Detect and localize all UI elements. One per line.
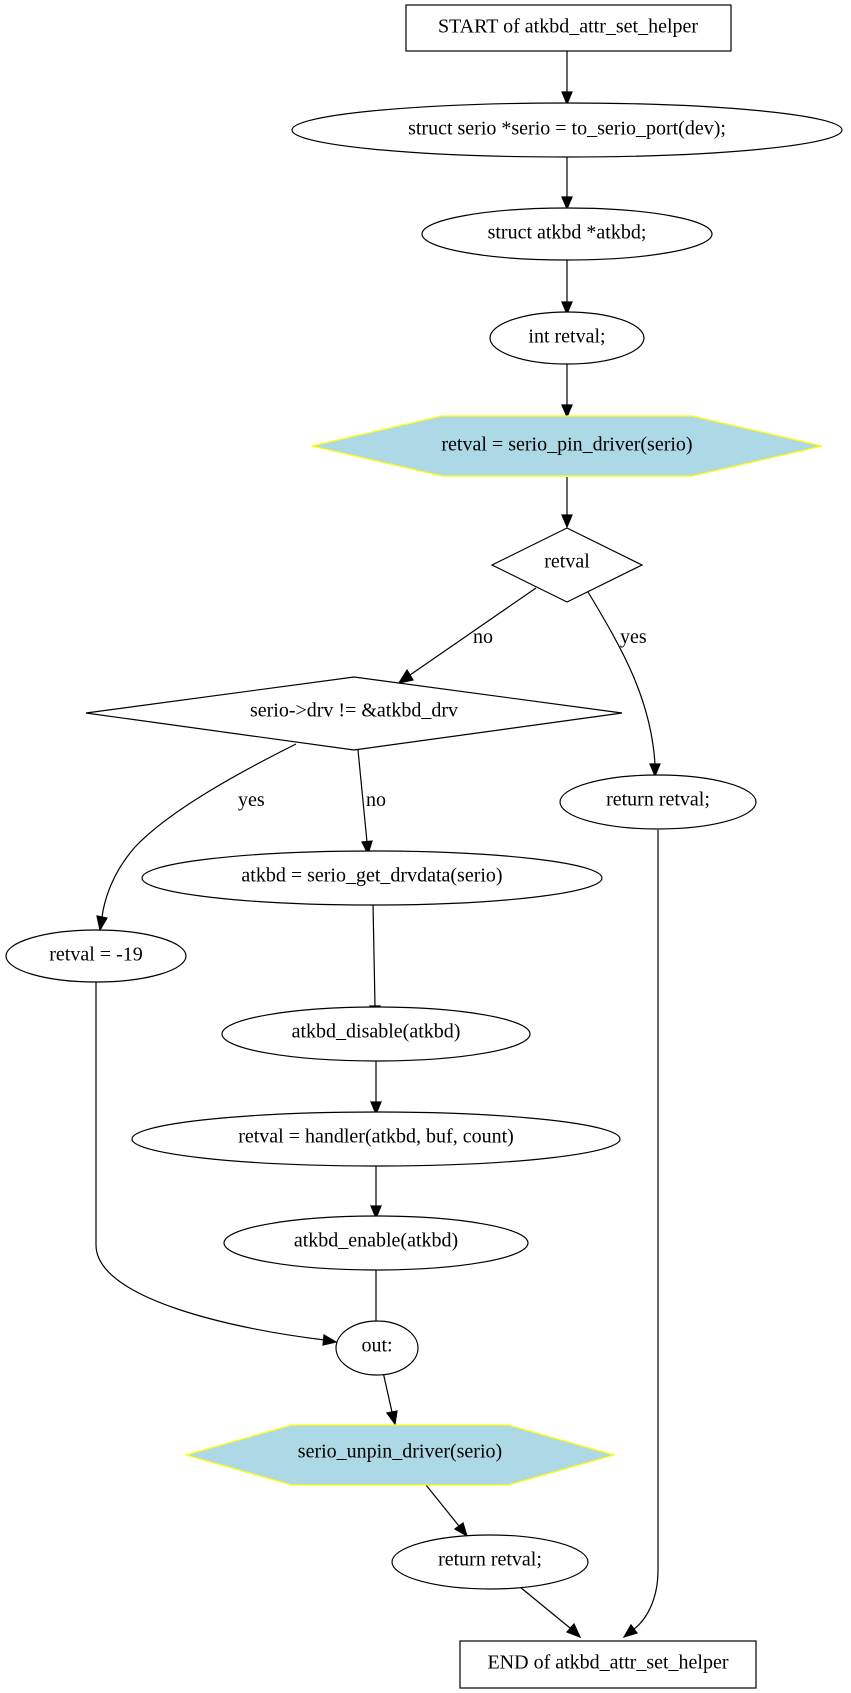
edge-cond-retval-to-cond-drv xyxy=(409,587,537,676)
edge-get-drvdata-to-disable xyxy=(372,903,376,1007)
start-box xyxy=(405,4,732,52)
arrow-head xyxy=(361,840,373,856)
enable-label: atkbd_enable(atkbd) xyxy=(294,1230,458,1252)
retval-neg19-label: retval = -19 xyxy=(49,944,142,966)
node-get-drvdata: atkbd = serio_get_drvdata(serio) xyxy=(141,850,603,906)
serio-decl-label: struct serio *serio = to_serio_port(dev)… xyxy=(408,118,726,140)
handler-label: retval = handler(atkbd, buf, count) xyxy=(238,1126,514,1148)
get-drvdata-label: atkbd = serio_get_drvdata(serio) xyxy=(241,865,502,887)
arrow-head xyxy=(385,1410,398,1426)
arrow-head xyxy=(565,1622,582,1639)
edge-retval-neg19-to-out xyxy=(95,982,326,1341)
cond-drv-diamond xyxy=(85,676,623,751)
node-start: START of atkbd_attr_set_helper xyxy=(405,4,732,52)
pin-driver-label: retval = serio_pin_driver(serio) xyxy=(441,434,692,456)
arrow-head xyxy=(561,91,573,106)
arrow-head xyxy=(370,1205,382,1220)
retval-neg19-ellipse xyxy=(5,929,187,983)
node-unpin-driver: serio_unpin_driver(serio) xyxy=(183,1424,617,1486)
arrow-head xyxy=(649,763,661,778)
serio-decl-ellipse xyxy=(291,102,843,158)
unpin-driver-hexagon xyxy=(183,1424,617,1486)
return-retval-1-ellipse xyxy=(559,774,757,830)
edge-label-drv-yes: yes xyxy=(238,789,265,811)
edges xyxy=(95,51,661,1639)
node-atkbd-decl: struct atkbd *atkbd; xyxy=(421,207,713,261)
arrow-head xyxy=(622,1623,638,1639)
retval-decl-label: int retval; xyxy=(528,326,605,348)
return-retval-1-label: return retval; xyxy=(606,789,710,811)
atkbd-decl-label: struct atkbd *atkbd; xyxy=(488,222,647,244)
retval-decl-ellipse xyxy=(489,311,645,365)
edge-return-1-to-end xyxy=(633,830,659,1630)
node-cond-retval: retval xyxy=(490,527,644,603)
node-disable: atkbd_disable(atkbd) xyxy=(221,1006,531,1062)
arrow-head xyxy=(322,1334,338,1346)
node-end: END of atkbd_attr_set_helper xyxy=(459,1640,757,1689)
arrow-head xyxy=(397,668,414,684)
edge-cond-drv-to-get-drvdata xyxy=(357,749,368,843)
start-label: START of atkbd_attr_set_helper xyxy=(438,16,698,38)
arrow-head xyxy=(453,1522,469,1538)
edge-labels: no yes yes no xyxy=(238,626,647,811)
node-retval-decl: int retval; xyxy=(489,311,645,365)
arrow-head xyxy=(561,514,573,529)
node-pin-driver: retval = serio_pin_driver(serio) xyxy=(311,415,823,477)
unpin-driver-label: serio_unpin_driver(serio) xyxy=(298,1441,502,1463)
get-drvdata-ellipse xyxy=(141,850,603,906)
arrow-head xyxy=(561,404,573,419)
node-handler: retval = handler(atkbd, buf, count) xyxy=(131,1111,621,1167)
end-label: END of atkbd_attr_set_helper xyxy=(487,1652,728,1674)
cond-retval-diamond xyxy=(490,527,644,603)
edge-cond-drv-to-retval-neg19 xyxy=(101,743,297,918)
node-enable: atkbd_enable(atkbd) xyxy=(223,1215,529,1271)
cond-drv-label: serio->drv != &atkbd_drv xyxy=(250,700,458,722)
enable-ellipse xyxy=(223,1215,529,1271)
end-box xyxy=(459,1640,757,1689)
edge-label-retval-yes: yes xyxy=(620,626,647,648)
pin-driver-hexagon xyxy=(311,415,823,477)
arrow-head xyxy=(370,1101,382,1116)
handler-ellipse xyxy=(131,1111,621,1167)
edge-return-2-to-end xyxy=(519,1586,571,1629)
node-serio-decl: struct serio *serio = to_serio_port(dev)… xyxy=(291,102,843,158)
return-retval-2-ellipse xyxy=(391,1534,589,1590)
arrow-head xyxy=(561,301,573,316)
out-ellipse xyxy=(335,1320,419,1376)
edge-unpin-driver-to-return-2 xyxy=(425,1484,460,1527)
node-return-retval-2: return retval; xyxy=(391,1534,589,1590)
disable-label: atkbd_disable(atkbd) xyxy=(292,1021,461,1043)
arrow-head xyxy=(561,196,573,211)
edge-out-to-unpin-driver xyxy=(382,1371,393,1413)
edge-label-retval-no: no xyxy=(473,626,493,648)
nodes: START of atkbd_attr_set_helper struct se… xyxy=(5,4,843,1689)
return-retval-2-label: return retval; xyxy=(438,1549,542,1571)
node-out: out: xyxy=(335,1320,419,1376)
node-return-retval-1: return retval; xyxy=(559,774,757,830)
out-label: out: xyxy=(361,1335,392,1357)
cond-retval-label: retval xyxy=(544,551,590,573)
disable-ellipse xyxy=(221,1006,531,1062)
edge-label-drv-no: no xyxy=(366,789,386,811)
edge-cond-retval-to-return-1 xyxy=(587,591,656,765)
node-retval-neg19: retval = -19 xyxy=(5,929,187,983)
atkbd-decl-ellipse xyxy=(421,207,713,261)
arrow-head xyxy=(96,915,108,932)
node-cond-drv: serio->drv != &atkbd_drv xyxy=(85,676,623,751)
